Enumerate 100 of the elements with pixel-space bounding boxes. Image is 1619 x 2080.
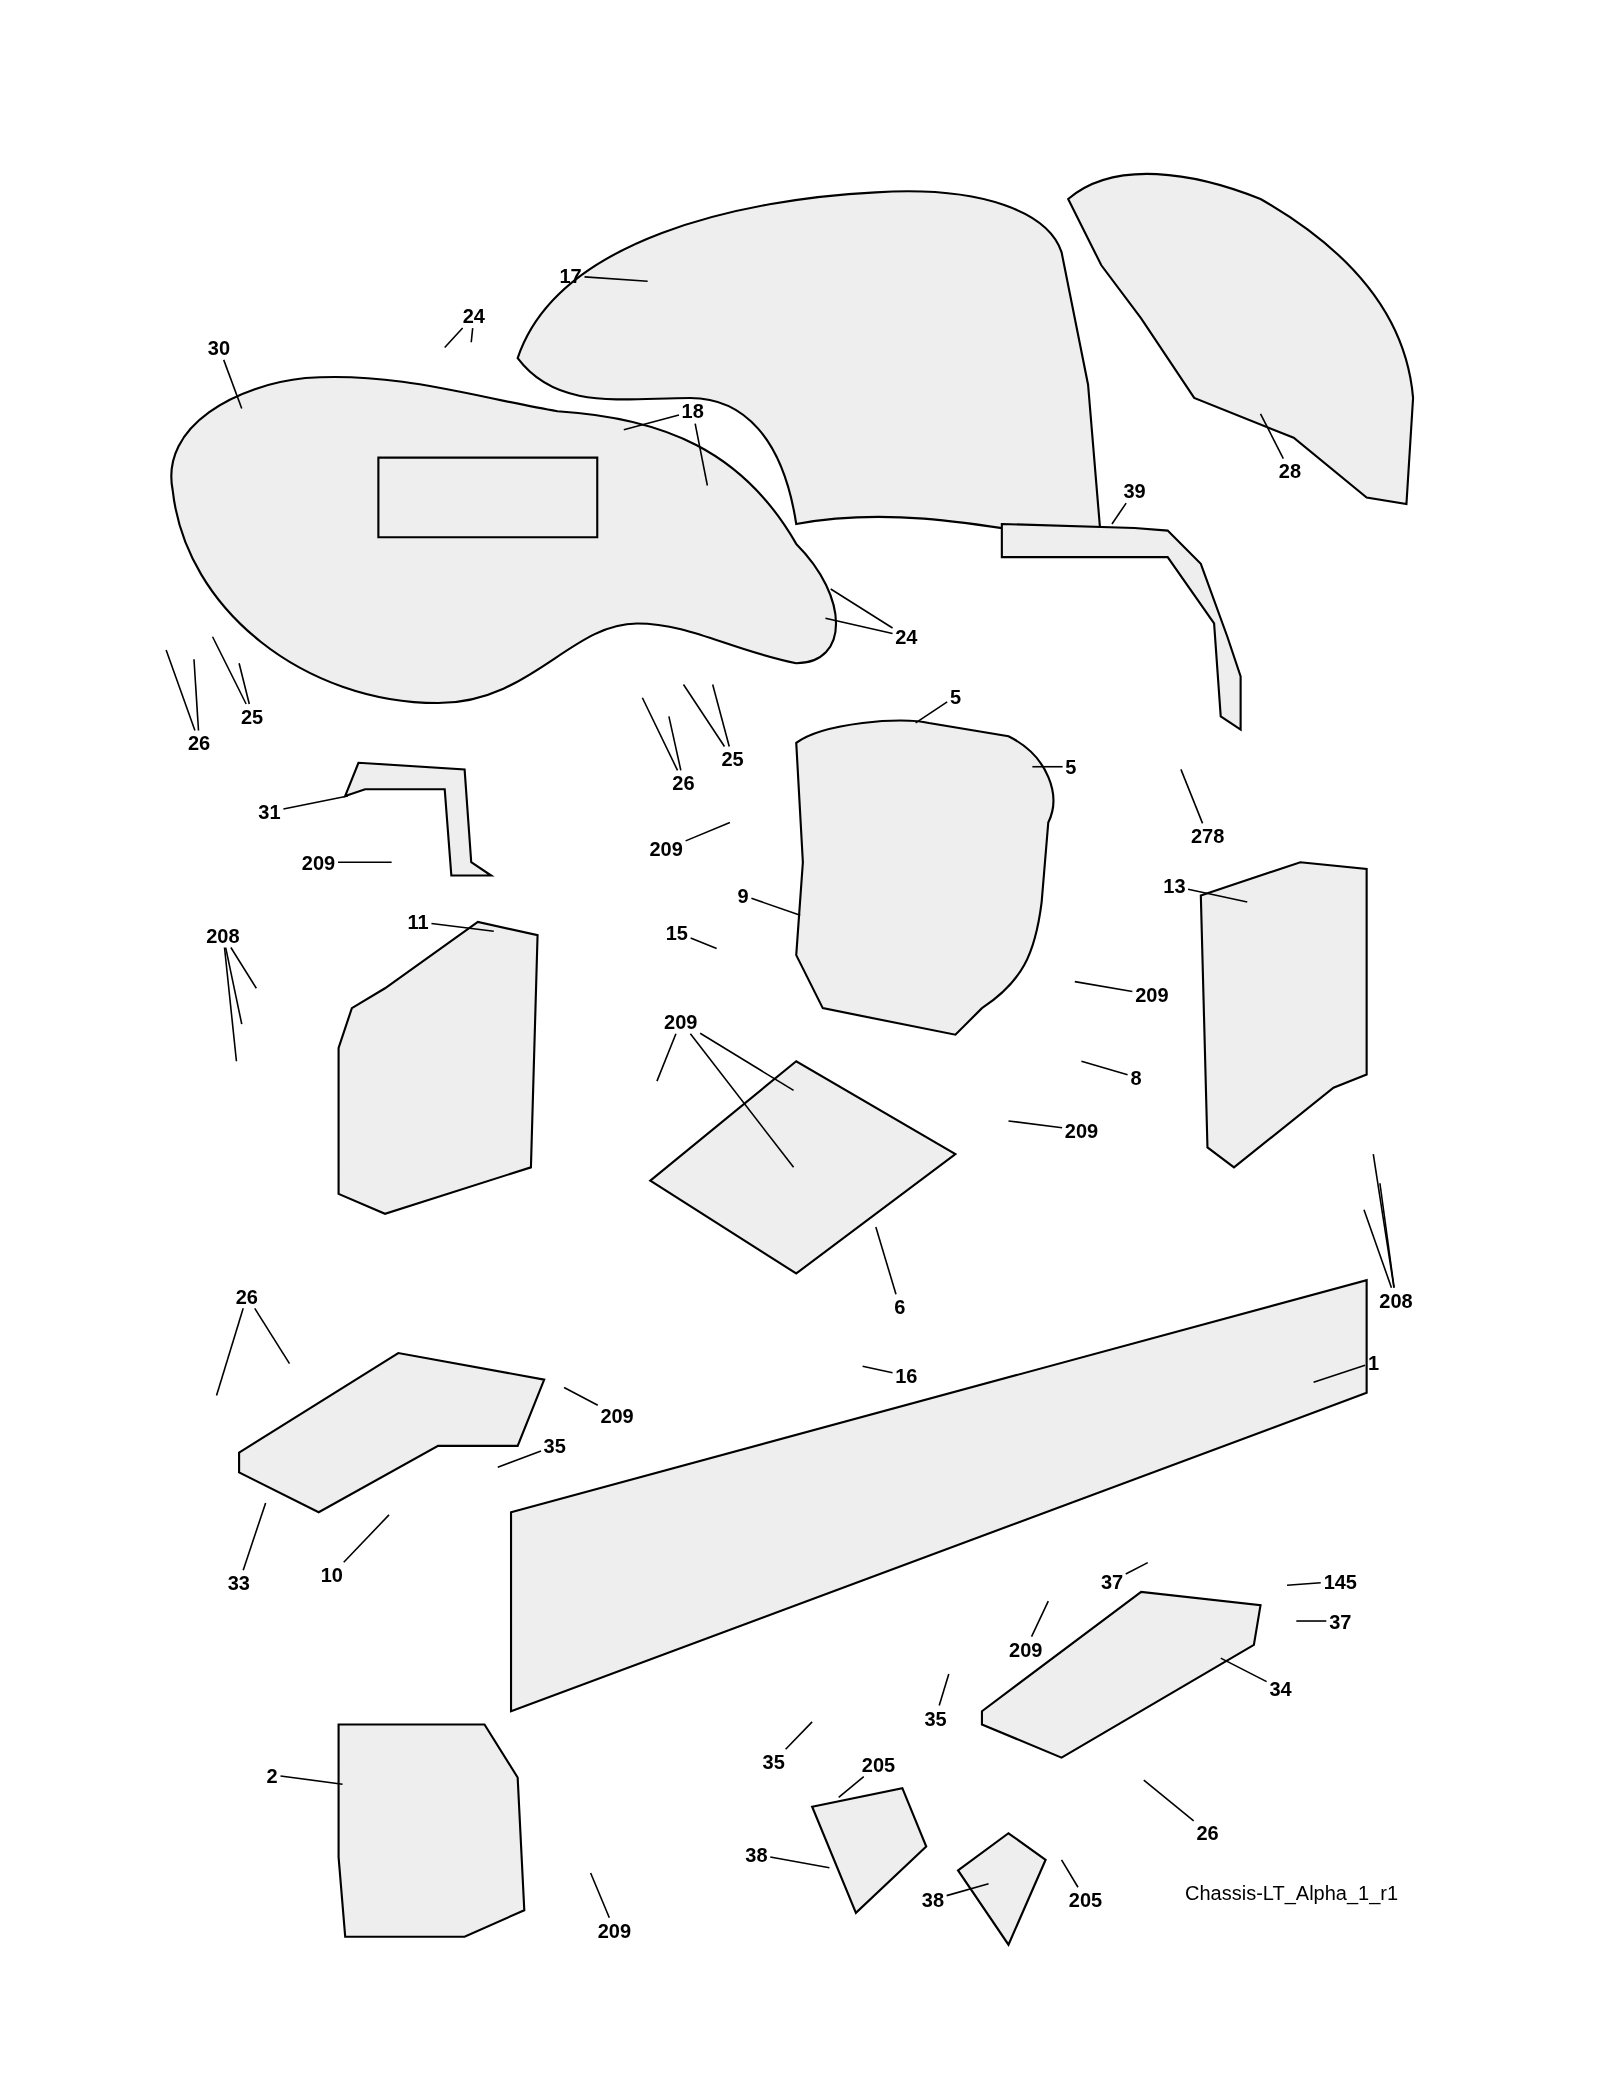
callout-number: 28 [1278, 460, 1301, 483]
leader-line [443, 327, 464, 349]
leader-line [1187, 888, 1249, 903]
callout-number: 11 [407, 911, 429, 934]
callout-number: 35 [543, 1435, 566, 1458]
callout-number: 6 [894, 1296, 906, 1319]
leader-line [824, 617, 894, 635]
callout-number: 2 [266, 1764, 278, 1787]
leader-line [1074, 980, 1134, 993]
leader-line [470, 327, 474, 344]
leader-line [641, 696, 679, 772]
leader-line [656, 1032, 677, 1082]
callout-number: 38 [921, 1889, 945, 1912]
leader-line [1259, 413, 1285, 460]
leader-line [193, 658, 200, 732]
callout-number: 37 [1100, 1570, 1124, 1593]
callout-number: 35 [762, 1751, 785, 1774]
leader-line [282, 795, 349, 810]
callout-number: 9 [737, 884, 749, 907]
callout-number: 26 [1196, 1821, 1219, 1844]
leader-line [242, 1502, 267, 1571]
leader-line [769, 1856, 831, 1869]
leader-line [222, 359, 243, 410]
callout-number: 26 [672, 771, 695, 794]
callout-number: 35 [924, 1707, 947, 1730]
callout-number: 205 [861, 1753, 896, 1776]
leader-line [342, 1514, 390, 1564]
leader-line [215, 1307, 244, 1397]
leader-line [938, 1673, 950, 1707]
leader-line [945, 1882, 990, 1897]
callout-number: 17 [559, 265, 582, 287]
callout-number: 278 [1190, 825, 1225, 848]
callout-number: 26 [235, 1285, 258, 1308]
leader-line [689, 1032, 795, 1169]
leader-line [211, 635, 247, 705]
leader-line [682, 683, 726, 748]
leader-line [224, 946, 243, 1025]
leader-line [1180, 768, 1204, 825]
callout-number: 24 [895, 625, 918, 648]
leader-line [1031, 765, 1064, 768]
callout-number: 33 [227, 1572, 250, 1595]
leader-line [784, 1721, 813, 1751]
leader-line [223, 946, 238, 1062]
leader-line [684, 821, 731, 842]
callout-number: 16 [895, 1365, 918, 1388]
leader-line [230, 946, 258, 990]
callout-number: 8 [1130, 1066, 1142, 1089]
leader-line [1286, 1581, 1322, 1586]
leader-line [689, 937, 718, 950]
leader-line [711, 683, 731, 748]
leader-line [496, 1450, 542, 1468]
leader-line [1007, 1120, 1063, 1129]
callout-number: 209 [600, 1404, 634, 1427]
leader-line [1295, 1620, 1328, 1622]
callout-number: 31 [258, 801, 281, 824]
callout-number: 10 [320, 1564, 343, 1587]
leader-line [583, 276, 649, 282]
leader-line [694, 422, 709, 487]
callout-number: 5 [1065, 756, 1077, 779]
callout-number: 39 [1123, 480, 1146, 502]
leader-line [699, 1032, 795, 1092]
leader-line [1060, 1859, 1079, 1889]
callout-number: 209 [1009, 1638, 1043, 1661]
leader-line [589, 1872, 611, 1919]
leader-line [829, 588, 894, 629]
leader-line [430, 922, 495, 932]
leader-line [1143, 1779, 1195, 1822]
callout-number: 208 [206, 924, 240, 947]
leader-line [623, 414, 680, 431]
leader-line [1312, 1364, 1366, 1384]
callout-number: 209 [664, 1010, 698, 1033]
leader-line [750, 897, 801, 917]
callout-number: 145 [1323, 1570, 1357, 1593]
callout-number: 24 [462, 304, 485, 327]
leader-line [914, 701, 948, 724]
callout-number: 38 [745, 1844, 768, 1867]
callout-number: 209 [1135, 984, 1169, 1007]
leader-line [165, 649, 196, 732]
leader-line [1379, 1182, 1395, 1289]
callout-number: 209 [597, 1919, 632, 1942]
leader-line [1030, 1600, 1050, 1638]
leader-line [1124, 1561, 1149, 1575]
callout-number: 37 [1329, 1610, 1352, 1633]
drawing-code: Chassis-LT_Alpha_1_r1 [1185, 1881, 1399, 1905]
callout-number: 209 [301, 851, 336, 874]
callout-number: 18 [681, 400, 704, 423]
callout-number: 209 [1064, 1119, 1099, 1142]
callout-number: 15 [665, 921, 688, 944]
callout-number: 209 [649, 838, 683, 861]
callout-number: 1 [1367, 1351, 1380, 1374]
callout-number: 26 [187, 732, 211, 755]
leader-line [861, 1365, 894, 1374]
leader-line [668, 715, 682, 772]
leader-line [1080, 1060, 1129, 1076]
leader-line [1219, 1657, 1268, 1683]
callout-number: 13 [1163, 875, 1186, 898]
callout-number: 34 [1269, 1678, 1292, 1701]
leader-line [337, 861, 393, 864]
leader-line [837, 1775, 865, 1799]
leader-line [253, 1307, 291, 1365]
